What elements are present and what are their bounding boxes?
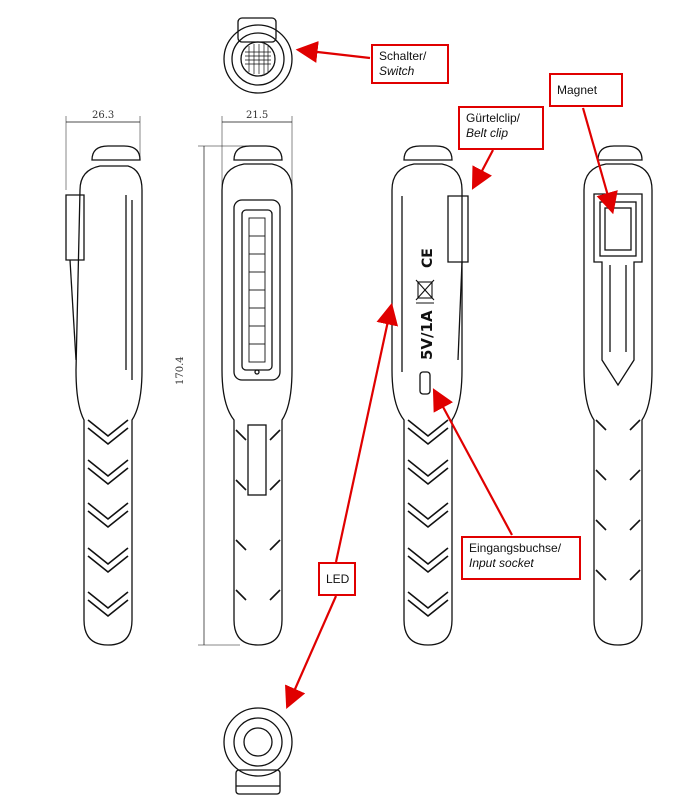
- side-view-left: [65, 116, 143, 646]
- callout-input-socket-en: Input socket: [469, 556, 534, 570]
- callout-belt-clip-de: Gürtelclip/: [466, 111, 521, 125]
- dimension-width-front: 21.5: [246, 110, 269, 121]
- weee-symbol: [415, 279, 435, 304]
- switch-button: [245, 44, 271, 74]
- grip-chevrons: [87, 419, 129, 618]
- callout-input-socket: Eingangsbuchse/ Input socket: [461, 536, 581, 580]
- input-socket-arrow: [432, 388, 513, 536]
- callout-switch-en: Switch: [379, 64, 415, 78]
- callout-magnet: Magnet: [549, 73, 623, 107]
- magnet: [599, 201, 637, 257]
- callout-switch: Schalter/ Switch: [371, 44, 449, 84]
- led-down-arrow: [285, 595, 338, 710]
- dimension-width-side: 26.3: [92, 110, 115, 121]
- rating-label: 5V/1A: [418, 310, 436, 360]
- dimension-height: 170.4: [175, 356, 186, 385]
- callout-belt-clip-en: Belt clip: [466, 126, 509, 140]
- callout-magnet-label: Magnet: [557, 83, 598, 97]
- led-up-arrow: [334, 302, 399, 563]
- callout-input-socket-de: Eingangsbuchse/: [469, 541, 562, 555]
- switch-arrow: [295, 41, 371, 63]
- side-view-right: [391, 145, 469, 646]
- bottom-end-view: [223, 707, 293, 795]
- led-strip: [248, 217, 266, 363]
- callout-switch-de: Schalter/: [379, 49, 427, 63]
- leader-arrows: [285, 41, 618, 710]
- ce-mark: CE: [420, 248, 436, 268]
- belt-clip-arrow: [471, 149, 494, 190]
- callout-belt-clip: Gürtelclip/ Belt clip: [458, 106, 544, 150]
- callout-led: LED: [318, 562, 356, 596]
- magnet-arrow: [581, 107, 618, 215]
- input-socket: [419, 371, 431, 395]
- callout-led-label: LED: [326, 572, 350, 586]
- front-view: [198, 116, 293, 646]
- back-view: [583, 145, 653, 646]
- top-end-view: [223, 17, 293, 94]
